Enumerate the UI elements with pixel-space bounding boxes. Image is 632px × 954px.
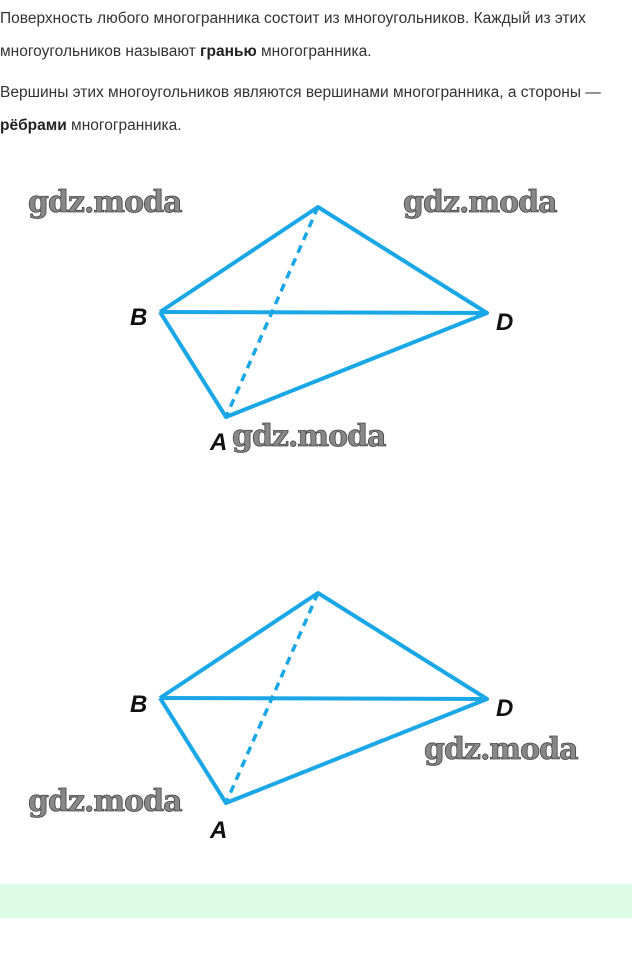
vertex-label-d: D xyxy=(496,695,513,722)
figure-2-tetrahedron: B D A gdz.moda gdz.moda xyxy=(28,591,580,844)
figure-1-tetrahedron: B D A gdz.moda gdz.moda gdz.moda xyxy=(28,185,559,456)
watermark: gdz.moda xyxy=(403,185,557,220)
paragraph-faces: Поверхность любого многогранника состоит… xyxy=(0,10,586,60)
vertex-label-a: A xyxy=(209,817,227,844)
edge-hidden xyxy=(224,206,320,418)
highlight-banner xyxy=(0,884,632,918)
edge-hidden xyxy=(224,592,320,804)
edge-bd xyxy=(159,696,488,701)
edge-bd xyxy=(159,310,488,315)
paragraph-edges: Вершины этих многоугольников являются ве… xyxy=(0,84,601,134)
watermark: gdz.moda xyxy=(28,185,182,220)
watermark: gdz.moda xyxy=(28,784,182,819)
watermark: gdz.moda xyxy=(232,419,386,454)
vertex-label-b: B xyxy=(130,691,147,718)
watermark: gdz.moda xyxy=(424,732,578,767)
vertex-label-b: B xyxy=(130,304,147,331)
vertex-label-a: A xyxy=(209,429,227,456)
vertex-label-d: D xyxy=(496,309,513,336)
